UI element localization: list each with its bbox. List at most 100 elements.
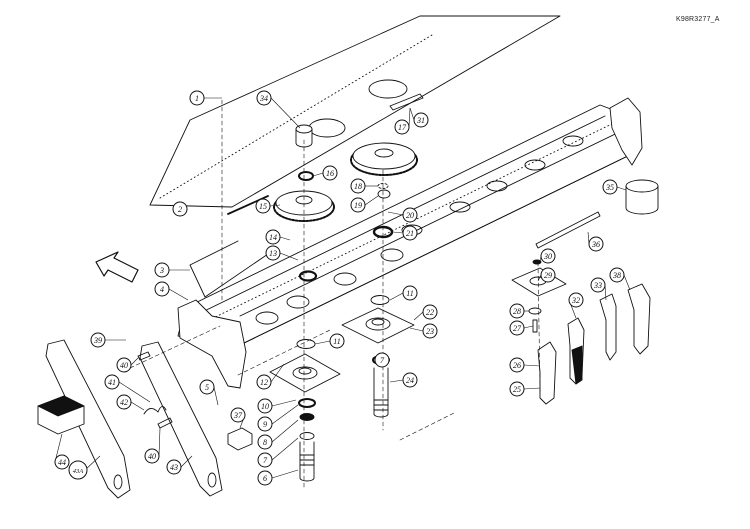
callout-bubble [172,201,188,217]
callout-leader [130,357,139,366]
callout-bubble [199,379,215,395]
callout-p33: 33 [590,277,607,301]
callout-p8: 8 [257,419,299,450]
callout-bubble [422,323,438,339]
callout-leader [84,455,101,471]
callout-number: 32 [571,296,580,305]
washer-11-right [370,295,390,305]
callout-p28: 28 [509,303,529,319]
callout-bubble [509,357,525,373]
callout-bubble [402,372,418,388]
oil-container [625,179,659,215]
callout-leader [364,195,379,206]
callout-p14: 14 [265,229,291,245]
callout-leader [158,427,161,457]
callout-number: 9 [263,420,267,429]
callout-leader [130,401,145,411]
callout-number: 11 [333,337,340,346]
callout-number: 12 [260,378,268,387]
callout-p43a: 43A [68,455,101,480]
callout-number: 38 [612,271,621,280]
callout-bubble [257,470,273,486]
callout-number: 5 [205,383,209,392]
callout-bubble [257,434,273,450]
callout-number: 7 [380,356,385,365]
callout-p42: 42 [116,394,145,411]
callout-p40b: 40 [144,427,161,464]
callout-leader [213,386,219,406]
callout-leader [312,172,324,177]
callout-number: 15 [259,202,267,211]
callout-p2: 2 [172,201,188,217]
callout-p7b: 7 [374,352,390,368]
callout-number: 20 [406,211,414,220]
knife-25 [537,341,557,405]
callout-leader [537,274,542,282]
callout-bubble [256,90,272,106]
callout-p3: 3 [154,262,190,278]
callout-number: 30 [543,252,552,261]
callout-leader [270,97,301,129]
callout-leader [389,379,404,383]
callout-number: 4 [160,285,164,294]
callout-p24: 24 [389,372,418,388]
callout-p29: 29 [537,267,556,283]
callout-p30: 30 [539,248,556,264]
callout-bubble [54,454,70,470]
callout-leader [523,364,541,367]
callout-leader [623,274,631,291]
callout-number: 24 [406,376,414,385]
callout-leader [409,327,424,332]
callout-bubble [402,285,418,301]
callout-p40a: 40 [116,357,139,373]
callout-bubble [609,267,625,283]
callout-number: 27 [513,324,522,333]
callout-bubble [509,381,525,397]
callout-number: 14 [269,233,277,242]
callout-bubble [350,197,366,213]
callout-p20: 20 [387,207,418,223]
callout-p17: 17 [394,107,411,135]
callout-number: 2 [178,205,182,214]
bearing-plate-right [341,307,415,344]
callout-p43: 43 [166,455,193,475]
callout-leader [409,107,415,121]
callout-p36: 36 [587,231,604,252]
callout-number: 22 [426,308,434,317]
callout-bubble [568,292,584,308]
callout-bubble [265,245,281,261]
callout-number: 28 [513,307,521,316]
callout-number: 42 [120,398,128,407]
callout-leader [279,252,299,261]
callout-bubble [329,333,345,349]
callout-leader [118,381,151,403]
bearing-left [298,270,318,282]
callout-number: 17 [398,123,407,132]
callout-bubble [257,452,273,468]
callout-p35: 35 [602,179,627,195]
callout-number: 8 [263,438,267,447]
callout-p39: 39 [90,332,126,348]
callout-number: 40 [120,361,128,370]
callout-bubble [154,281,170,297]
callout-bubble [166,459,182,475]
callout-group: 1234567789101111121314151617181920212223… [54,90,631,486]
callout-number: 25 [513,385,521,394]
callout-leader [413,311,424,321]
callout-number: 7 [263,456,268,465]
callout-number: 36 [591,240,600,249]
callout-bubble [144,448,160,464]
callout-number: 10 [261,402,269,411]
callout-p27: 27 [509,320,534,336]
callout-bubble [509,303,525,319]
callout-p13: 13 [265,245,299,261]
callout-p41: 41 [104,374,151,403]
rod [535,211,601,249]
callout-leader [616,186,627,191]
shaft-stack-left [298,398,316,482]
callout-number: 29 [544,271,552,280]
callout-bubble [189,90,205,106]
assembly-lines [129,99,541,491]
callout-bubble [402,207,418,223]
callout-p34: 34 [256,90,301,129]
